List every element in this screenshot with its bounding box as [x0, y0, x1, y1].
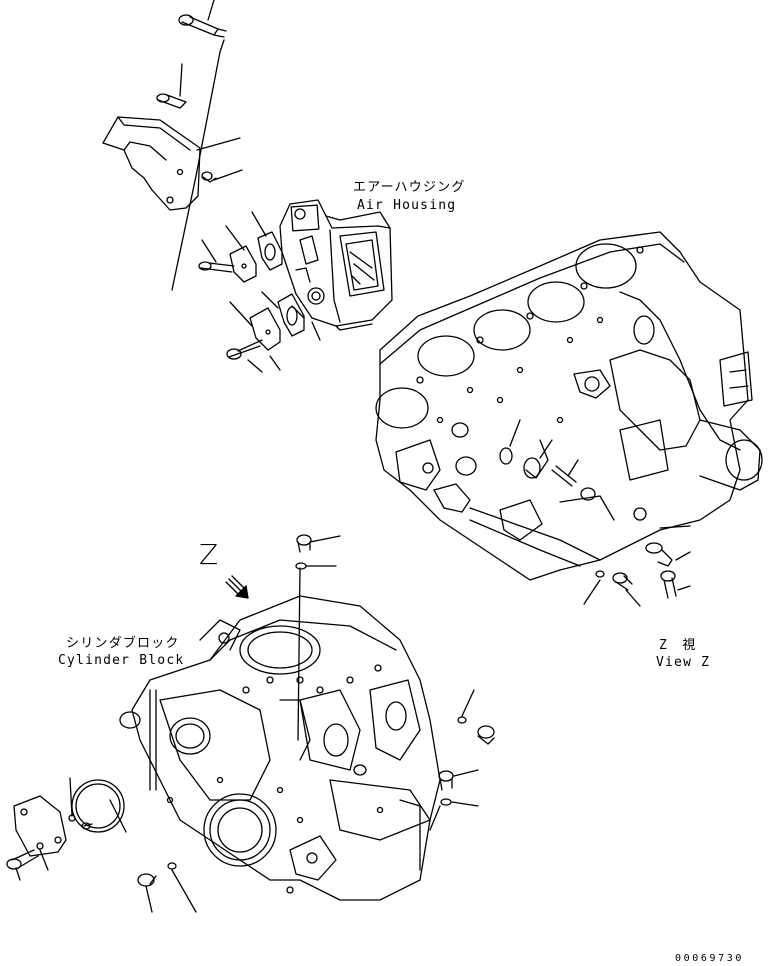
cylinder-block — [119, 595, 441, 901]
z-view-arrow — [225, 575, 249, 599]
leader-lines-cylinder — [15, 535, 479, 913]
view-z-label-jp: Z 視 — [659, 638, 697, 653]
air-housing — [279, 199, 393, 331]
bracket-plate — [102, 116, 201, 211]
bolt-upper — [198, 261, 235, 273]
air-housing-label-jp: エアーハウジング — [353, 180, 466, 195]
view-z-label-en: View Z — [656, 655, 711, 670]
cover-plate-upper — [229, 245, 257, 283]
bracket-bolt — [156, 93, 187, 109]
drawing-code: 00069730 — [675, 953, 744, 964]
gasket-lower — [277, 293, 305, 337]
z-marker-label: Z — [199, 538, 219, 571]
top-bolt — [178, 14, 227, 38]
cylinder-block-label-jp: シリンダブロック — [66, 636, 180, 651]
leader-lines-top — [171, 0, 243, 291]
gasket-upper — [257, 231, 283, 271]
view-z-block — [375, 231, 763, 581]
air-housing-label-en: Air Housing — [357, 198, 457, 213]
cylinder-block-parts — [6, 534, 495, 887]
view-z-parts — [595, 542, 677, 599]
leader-lines-air — [201, 211, 321, 373]
cover-plate-lower — [249, 307, 281, 351]
leader-lines-viewz — [509, 419, 691, 607]
cylinder-block-label-en: Cylinder Block — [58, 653, 185, 668]
bolt-lower — [226, 339, 263, 360]
